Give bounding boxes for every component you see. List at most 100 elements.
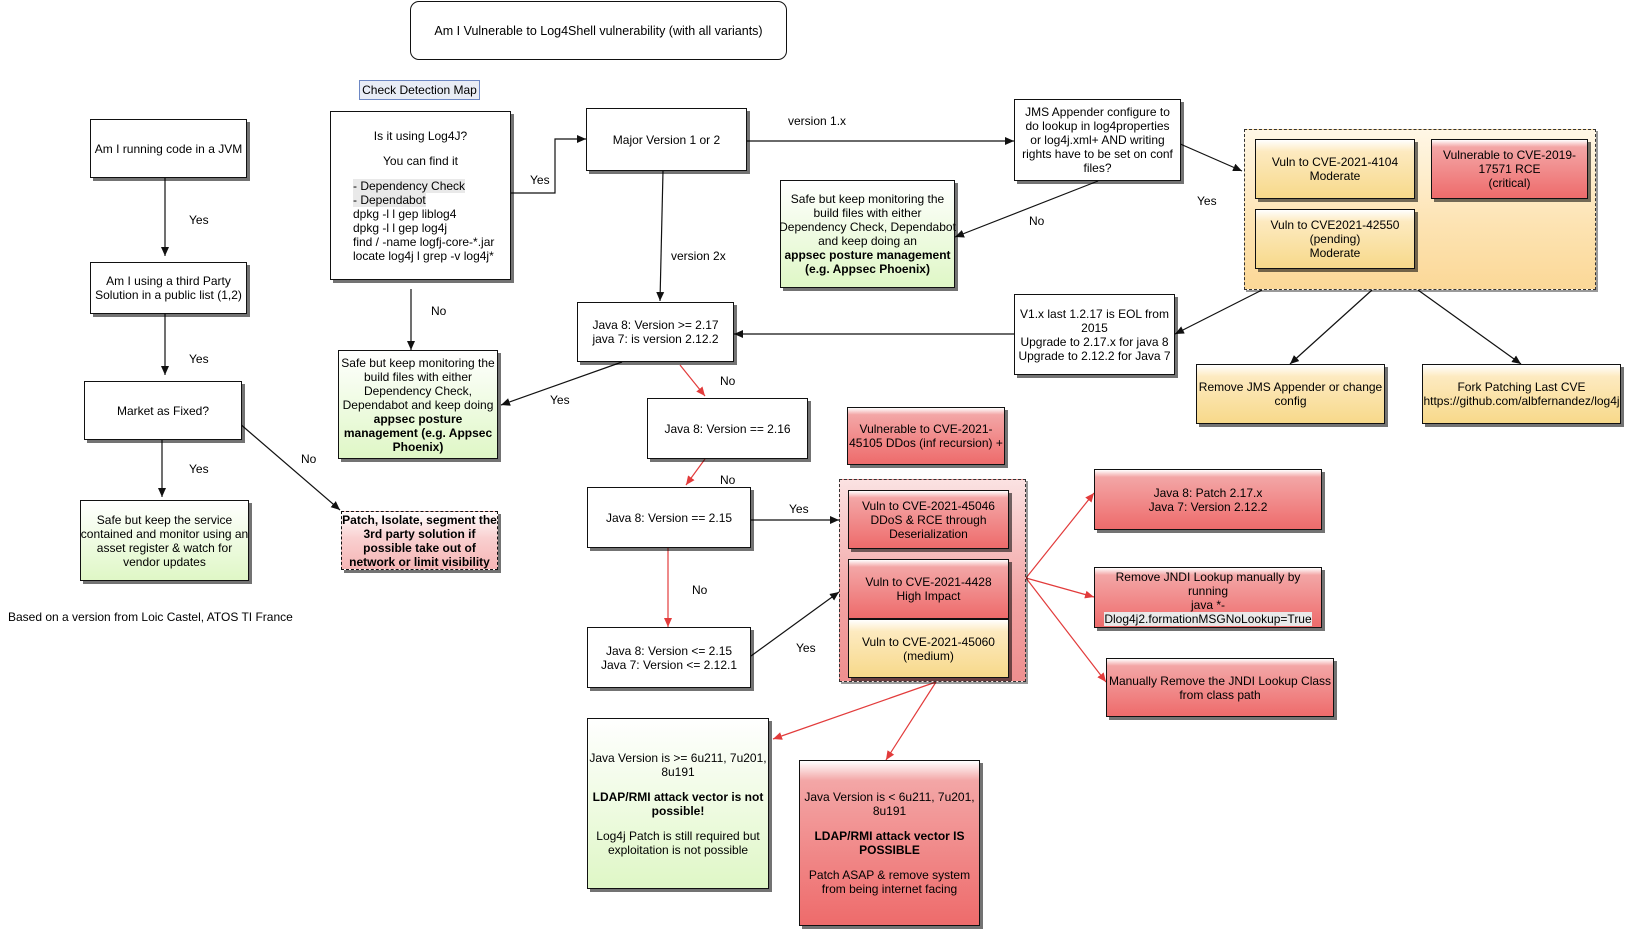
edge-grp-remove xyxy=(1289,289,1373,365)
edge-label-yes: Yes xyxy=(189,462,209,476)
node-text: files? xyxy=(1083,161,1112,175)
edge-label-version-1x: version 1.x xyxy=(788,114,847,128)
node-text: 3rd party solution if xyxy=(363,526,476,541)
node-patch-2-17: Java 8: Patch 2.17.x Java 7: Version 2.1… xyxy=(1094,469,1322,530)
node-safe-vendor: Safe but keep the service contained and … xyxy=(80,500,249,581)
node-text: POSSIBLE xyxy=(859,843,920,857)
edge-grp-ldapsafe xyxy=(772,681,937,740)
node-text: Java 8: Version == 2.16 xyxy=(664,421,791,436)
node-java-2-16: Java 8: Version == 2.16 xyxy=(647,398,808,459)
node-safe-monitor-2: Safe but keep monitoring the build files… xyxy=(779,180,956,288)
node-text: Dependency Check, xyxy=(363,383,473,398)
node-jms-appender: JMS Appender configure to do lookup in l… xyxy=(1014,99,1181,181)
node-text: https://github.com/albfernandez/log4j xyxy=(1423,394,1620,408)
node-text: build files with either xyxy=(813,206,922,220)
node-text: Java 8: Version >= 2.17 xyxy=(592,318,719,332)
node-text: Deserialization xyxy=(889,526,968,541)
node-java-2-17: Java 8: Version >= 2.17 java 7: is versi… xyxy=(577,302,734,362)
node-cve-2021-45046: Vuln to CVE-2021-45046 DDoS & RCE throug… xyxy=(848,490,1009,549)
node-text: Vuln to CVE2021-42550 xyxy=(1270,218,1400,232)
node-text: You can find it xyxy=(383,153,458,168)
node-text: Is it using Log4J? xyxy=(373,128,468,143)
node-text: do lookup in log4properties xyxy=(1025,119,1170,133)
node-text: Am I running code in a JVM xyxy=(94,141,243,156)
node-text: and keep doing an xyxy=(818,234,917,248)
node-text: Java Version is < 6u211, 7u201, xyxy=(804,790,975,804)
node-text: Dlog4j2.formationMSGNoLookup=True xyxy=(1104,611,1312,626)
edge-label-no: No xyxy=(431,304,447,318)
node-text: build files with either xyxy=(363,369,473,384)
tool-list: - Dependency Check - Dependabot dpkg -l … xyxy=(335,178,506,263)
edge-jms-grp xyxy=(1177,142,1243,172)
edge-216-215 xyxy=(685,458,706,486)
tool-item: dpkg -l l gep liblog4 xyxy=(353,206,457,221)
node-remove-jms: Remove JMS Appender or change config xyxy=(1196,364,1385,424)
node-cve-2019-17571: Vulnerable to CVE-2019- 17571 RCE (criti… xyxy=(1431,139,1588,199)
edge-label-no: No xyxy=(1029,214,1045,228)
node-text: 45105 DDos (inf recursion) + xyxy=(849,436,1003,450)
node-text: rights have to be set on conf xyxy=(1022,147,1173,161)
node-text: running xyxy=(1187,583,1229,598)
node-text: LDAP/RMI attack vector is not xyxy=(592,789,764,804)
node-text: Vuln to CVE-2021-4104 xyxy=(1271,155,1399,169)
edge-le215-grp xyxy=(750,591,840,657)
node-text: 8u191 xyxy=(661,764,695,779)
node-java-2-15: Java 8: Version == 2.15 xyxy=(587,487,751,548)
node-cve-2021-45105: Vulnerable to CVE-2021- 45105 DDos (inf … xyxy=(847,407,1005,465)
node-text: Patch, Isolate, segment the xyxy=(342,512,497,527)
node-text: Patch ASAP & remove system xyxy=(808,868,971,882)
node-text: 8u191 xyxy=(872,804,907,818)
node-text: Market as Fixed? xyxy=(116,403,210,418)
node-v1-eol: V1.x last 1.2.17 is EOL from 2015 Upgrad… xyxy=(1014,294,1175,375)
edge-grp-eol xyxy=(1174,289,1263,335)
node-text: network or limit visibility xyxy=(349,554,490,569)
node-text: exploitation is not possible xyxy=(607,842,749,857)
node-text: Vuln to CVE-2021-45060 xyxy=(862,634,995,649)
node-text: vendor updates xyxy=(123,554,206,569)
node-fork-patching: Fork Patching Last CVE https://github.co… xyxy=(1422,364,1621,424)
node-text: management (e.g. Appsec xyxy=(343,425,493,440)
node-third-party: Am I using a third Party Solution in a p… xyxy=(90,262,247,314)
node-text: Solution in a public list (1,2) xyxy=(95,288,242,302)
node-text: contained and monitor using an xyxy=(80,526,249,541)
edge-grp-fork xyxy=(1417,289,1522,365)
node-remove-class: Manually Remove the JNDI Lookup Class fr… xyxy=(1106,658,1334,717)
node-text: possible take out of xyxy=(363,540,476,555)
node-text: Safe but keep monitoring the xyxy=(341,355,495,370)
edge-market-patch xyxy=(238,422,341,511)
node-major-version: Major Version 1 or 2 xyxy=(586,108,747,171)
node-safe-monitor-1: Safe but keep monitoring the build files… xyxy=(338,350,498,459)
node-text: Safe but keep the service xyxy=(96,512,233,527)
node-ldap-possible: Java Version is < 6u211, 7u201, 8u191 LD… xyxy=(799,760,980,926)
node-text: Remove JNDI Lookup manually by xyxy=(1115,569,1301,584)
node-text: Log4j Patch is still required but xyxy=(596,828,760,843)
node-text: from class path xyxy=(1179,687,1261,702)
tool-item: find / -name logfj-core-*.jar xyxy=(353,234,495,249)
node-text: (medium) xyxy=(903,648,954,663)
edge-grp-ldapvuln xyxy=(885,681,937,761)
tool-item: - Dependabot xyxy=(353,192,426,207)
node-text: High Impact xyxy=(896,589,961,603)
edge-label-yes: Yes xyxy=(530,173,550,187)
node-text: Moderate xyxy=(1309,169,1361,183)
tool-item: - Dependency Check xyxy=(353,178,466,193)
node-text: java *- xyxy=(1190,597,1225,612)
node-cve-2021-4104: Vuln to CVE-2021-4104 Moderate xyxy=(1255,139,1415,199)
node-text: Am I using a third Party xyxy=(106,274,231,288)
node-text: (pending) xyxy=(1309,232,1361,246)
node-text: (e.g. Appsec Phoenix) xyxy=(805,262,930,276)
node-text: from being internet facing xyxy=(821,882,958,896)
node-java-le-2-15: Java 8: Version <= 2.15 Java 7: Version … xyxy=(587,627,751,688)
edge-label-yes: Yes xyxy=(189,213,209,227)
node-text: Safe but keep monitoring the xyxy=(790,192,945,206)
node-text: Vulnerable to CVE-2019- xyxy=(1443,148,1576,162)
node-text: Java 8: Patch 2.17.x xyxy=(1153,485,1263,500)
node-text: Java 7: Version <= 2.12.1 xyxy=(600,657,738,672)
tool-item: locate log4j l grep -v log4j* xyxy=(353,248,494,263)
edge-label-no: No xyxy=(720,473,736,487)
node-text: or log4j.xml+ AND writing xyxy=(1030,133,1165,147)
node-text: Dependabot and keep doing xyxy=(342,397,494,412)
node-log4j-check: Is it using Log4J? You can find it - Dep… xyxy=(330,111,511,280)
node-cve-2021-45060: Vuln to CVE-2021-45060 (medium) xyxy=(848,619,1009,678)
